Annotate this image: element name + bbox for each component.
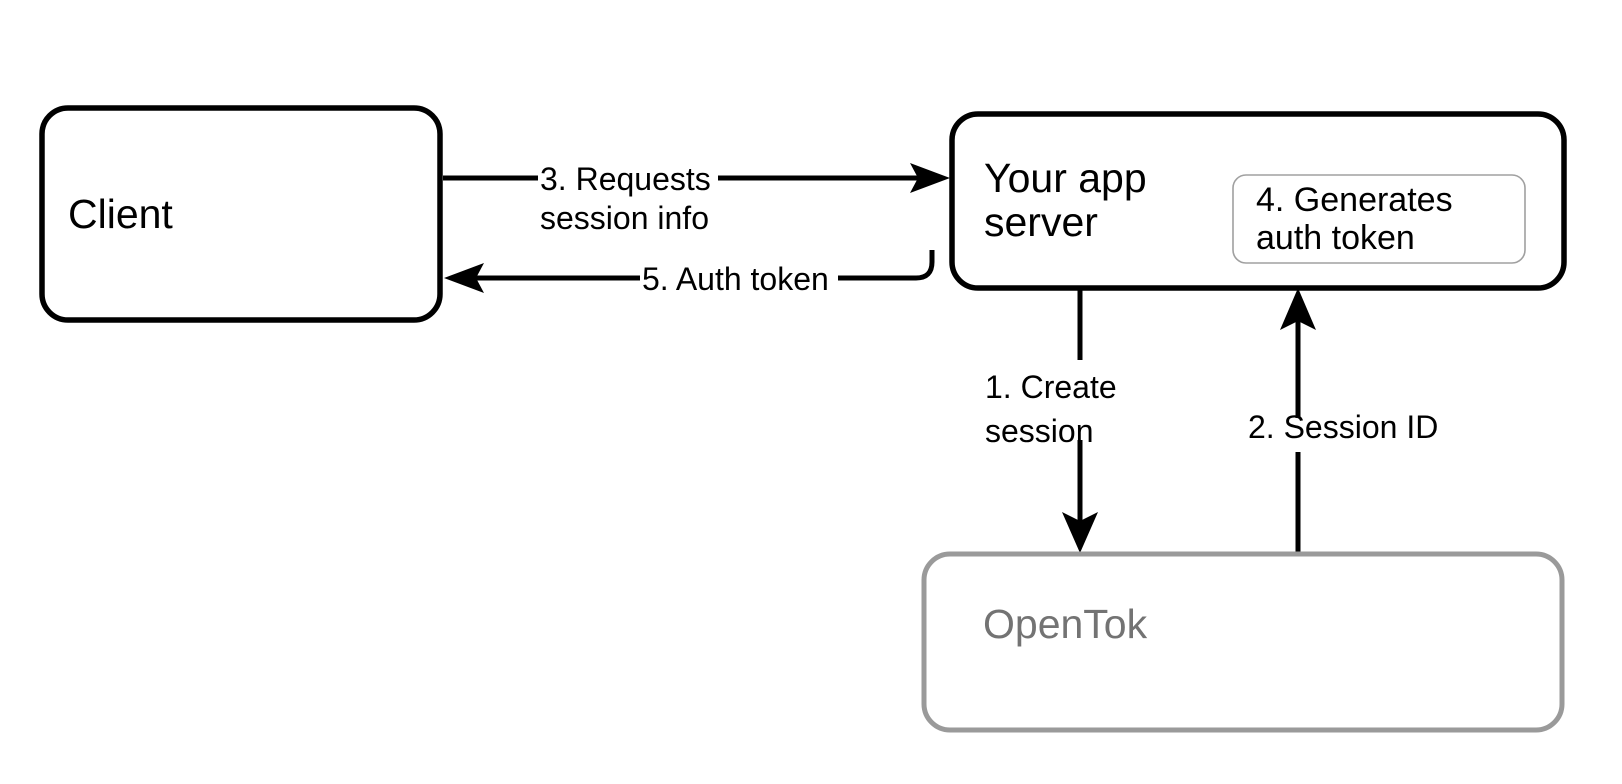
node-app-server-label-line1: Your app <box>984 155 1147 201</box>
node-generates-auth-token[interactable]: 4. Generates auth token <box>1232 174 1526 264</box>
arrow-head-right-icon <box>910 163 950 193</box>
arrow-head-up-icon <box>1280 288 1316 330</box>
node-app-server-label-line2: server <box>984 199 1098 245</box>
edge-requests-label-line1: 3. Requests <box>540 161 711 197</box>
node-opentok[interactable]: OpenTok <box>921 551 1565 733</box>
node-generates-auth-token-label-line1: 4. Generates <box>1256 181 1453 219</box>
node-opentok-label: OpenTok <box>983 601 1148 647</box>
edge-create-label-line2: session <box>985 413 1094 449</box>
node-client[interactable]: Client <box>39 105 443 323</box>
edge-requests-session-info: 3. Requests session info <box>443 161 950 236</box>
edge-auth-label-line1: 5. Auth token <box>642 261 829 297</box>
node-app-server[interactable]: Your app server 4. Generates auth token <box>949 111 1567 291</box>
edge-session-id: 2. Session ID <box>1248 288 1438 553</box>
edge-session-label-line1: 2. Session ID <box>1248 409 1438 445</box>
edge-create-label-line1: 1. Create <box>985 369 1117 405</box>
node-generates-auth-token-box[interactable] <box>1232 174 1526 264</box>
node-generates-auth-token-label-line2: auth token <box>1256 219 1415 257</box>
node-opentok-box[interactable] <box>921 551 1565 733</box>
edge-auth-token: 5. Auth token <box>444 250 935 297</box>
arrow-head-down-icon <box>1062 512 1098 553</box>
edge-requests-label-line2: session info <box>540 200 709 236</box>
arrow-head-left-icon <box>444 263 484 293</box>
node-client-label: Client <box>68 191 173 237</box>
edge-create-session: 1. Create session <box>985 290 1117 553</box>
node-client-box[interactable] <box>39 105 443 323</box>
edge-auth-line-right <box>838 250 935 281</box>
